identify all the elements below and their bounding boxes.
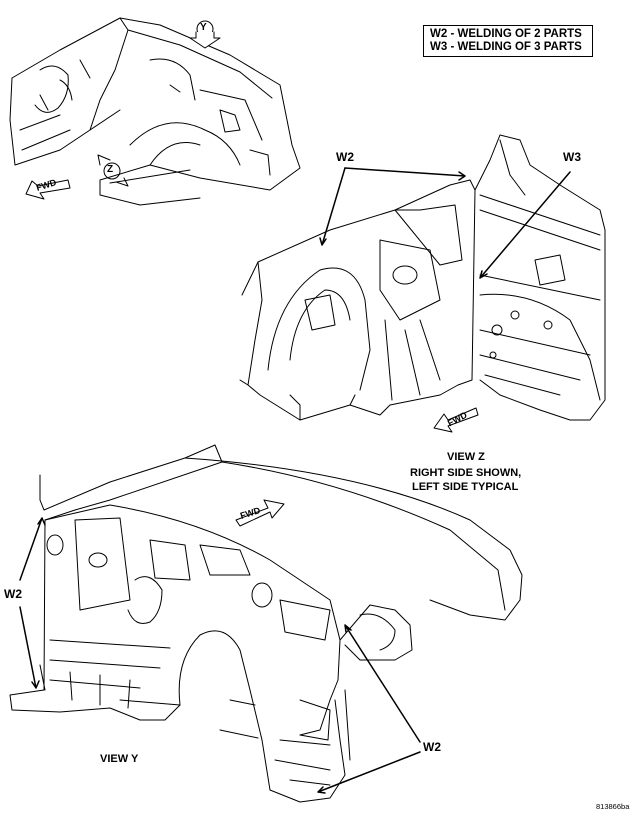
w2-callout-view-z: W2: [336, 150, 354, 164]
view-z-marker-icon: [103, 162, 121, 180]
view-y-drawing: [9, 444, 523, 803]
view-z-drawing: [239, 134, 606, 421]
view-y-arrow-icon: [189, 31, 221, 49]
view-y-marker-label: Y: [200, 22, 207, 33]
w3-callout-view-z: W3: [563, 150, 581, 164]
fwd-arrow-icon-view-y: [235, 499, 285, 527]
figure-id: 813866ba: [596, 802, 630, 811]
legend-line-w3: W3 - WELDING OF 3 PARTS: [430, 41, 582, 53]
leader-lines: [19, 167, 571, 794]
weld-legend: W2 - WELDING OF 2 PARTS W3 - WELDING OF …: [423, 25, 593, 57]
w2-callout-view-y-left: W2: [4, 587, 22, 601]
overview-assembly-drawing: [9, 17, 301, 206]
view-z-arrow-icon: [97, 154, 129, 187]
view-z-caption-line2: LEFT SIDE TYPICAL: [412, 481, 519, 493]
legend-line-w2: W2 - WELDING OF 2 PARTS: [430, 28, 582, 40]
fwd-arrow-icon-overview: [25, 179, 71, 200]
w2-callout-view-y-right: W2: [423, 740, 441, 754]
view-z-marker-label: Z: [107, 164, 114, 175]
fwd-arrow-icon-view-z: [433, 407, 479, 433]
view-z-caption-line1: RIGHT SIDE SHOWN,: [410, 467, 522, 479]
view-z-title: VIEW Z: [447, 451, 485, 463]
view-y-title: VIEW Y: [100, 753, 139, 765]
